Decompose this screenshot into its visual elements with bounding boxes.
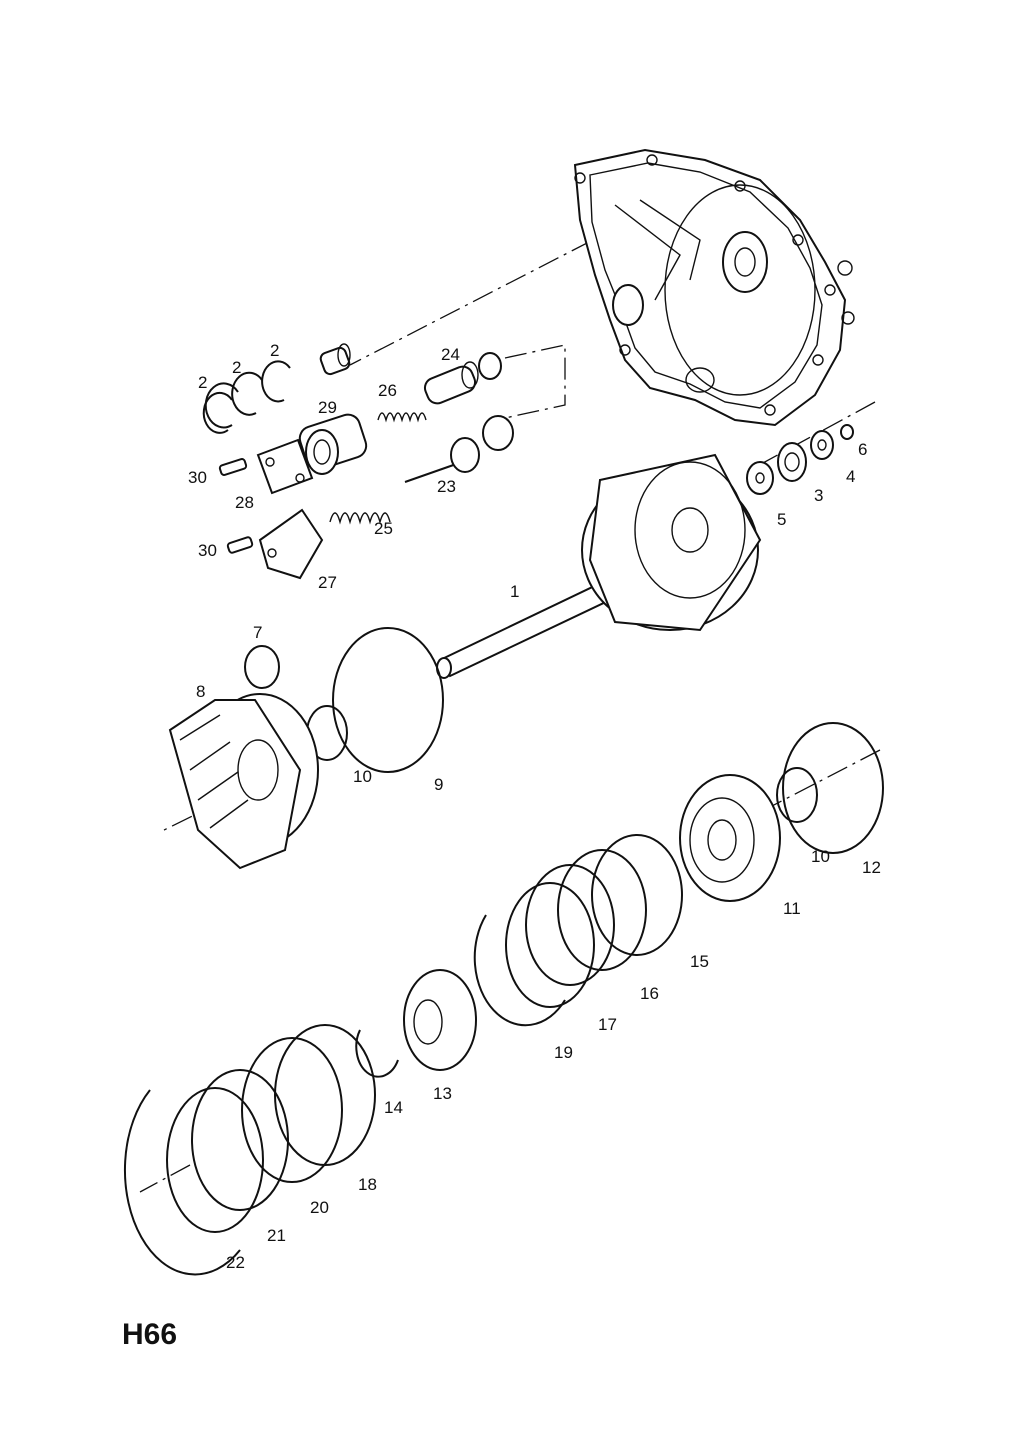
callout-label: 11 xyxy=(783,899,801,918)
callout-label: 10 xyxy=(811,847,830,866)
callout-label: 30 xyxy=(198,541,217,560)
callout-label: 26 xyxy=(378,381,397,400)
callout-label: 14 xyxy=(384,1098,403,1117)
clutch-plates-lower xyxy=(123,1024,376,1276)
callout-label: 25 xyxy=(374,519,393,538)
callout-label: 2 xyxy=(198,373,207,392)
callout-label: 20 xyxy=(310,1198,329,1217)
callout-label: 5 xyxy=(777,510,786,529)
callout-label: 19 xyxy=(554,1043,573,1062)
seal-rings-upper xyxy=(244,627,444,773)
callout-label: 30 xyxy=(188,468,207,487)
callout-label: 12 xyxy=(862,858,881,877)
valve-components xyxy=(202,343,514,580)
planet-carrier xyxy=(355,969,477,1078)
callout-label: 8 xyxy=(196,682,205,701)
callout-label: 18 xyxy=(358,1175,377,1194)
callout-label: 1 xyxy=(510,582,519,601)
callout-label: 21 xyxy=(267,1226,286,1245)
callout-label: 10 xyxy=(353,767,372,786)
callout-label: 27 xyxy=(318,573,337,592)
callout-label: 2 xyxy=(232,358,241,377)
callout-label: 6 xyxy=(858,440,867,459)
callout-label: 3 xyxy=(814,486,823,505)
callout-label: 29 xyxy=(318,398,337,417)
callout-label: 23 xyxy=(437,477,456,496)
callout-label: 4 xyxy=(846,467,855,486)
thrust-washers xyxy=(746,424,854,495)
diagram-code: H66 xyxy=(122,1318,178,1351)
callout-label: 24 xyxy=(441,345,460,364)
piston-11 xyxy=(679,774,781,902)
transmission-case xyxy=(573,148,855,427)
callout-label: 9 xyxy=(434,775,443,794)
callout-label: 16 xyxy=(640,984,659,1003)
callout-label: 17 xyxy=(598,1015,617,1034)
callout-label: 22 xyxy=(226,1253,245,1272)
seal-rings-right xyxy=(776,722,884,854)
callout-labels: 2 2 2 24 26 29 30 28 23 25 30 27 6 4 3 5… xyxy=(188,341,881,1272)
callout-label: 2 xyxy=(270,341,279,360)
input-shaft-and-drum xyxy=(436,453,762,679)
callout-label: 13 xyxy=(433,1084,452,1103)
callout-label: 15 xyxy=(690,952,709,971)
clutch-plates-middle xyxy=(473,834,683,1027)
callout-label: 28 xyxy=(235,493,254,512)
callout-label: 7 xyxy=(253,623,262,642)
clutch-hub xyxy=(168,693,319,870)
